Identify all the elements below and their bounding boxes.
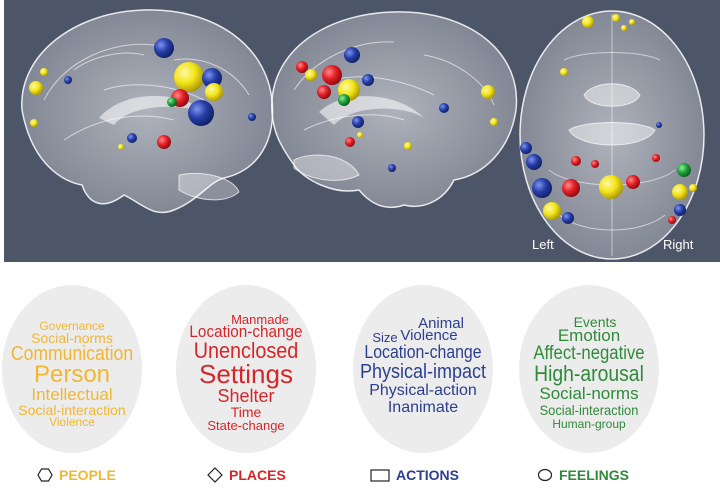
cloud-word: Affect-negative (533, 343, 645, 364)
legend-actions: ACTIONS (370, 465, 459, 485)
legend-label-people: PEOPLE (59, 467, 116, 483)
cloud-word: Person (33, 361, 111, 388)
cloud-background (176, 285, 316, 453)
cloud-word: Physical-impact (360, 361, 487, 383)
cloud-word: Social-interaction (18, 402, 126, 418)
cloud-word: Location-change (189, 322, 303, 341)
brain-views: Left Right (21, 9, 705, 260)
legend-label-feelings: FEELINGS (559, 467, 630, 483)
cloud-word: Social-norms (539, 384, 639, 403)
view-label-left: Left (532, 237, 554, 252)
cloud-word: Size (372, 330, 398, 345)
cloud-word: Communication (10, 343, 134, 365)
cloud-word: Time (230, 404, 262, 420)
cloud-word: Human-group (552, 417, 626, 431)
circle-icon (537, 468, 553, 482)
cloud-word: Location-change (364, 342, 482, 362)
cloud-word: Unenclosed (193, 338, 299, 363)
word-cloud-actions: Animal Size Violence Location-change Phy… (353, 285, 493, 453)
cloud-word: Governance (39, 319, 105, 333)
rectangle-icon (370, 469, 390, 482)
cloud-word: Physical-action (369, 382, 477, 399)
cloud-word: Social-norms (31, 330, 113, 346)
cloud-word: Manmade (231, 312, 289, 327)
cloud-word: Inanimate (387, 399, 459, 416)
legend-label-actions: ACTIONS (396, 467, 459, 483)
view-label-right: Right (663, 237, 694, 252)
cloud-word: Emotion (557, 326, 621, 345)
cloud-word: Intellectual (31, 385, 113, 404)
brain-sagittal-right (271, 11, 518, 209)
cloud-word: Violence (400, 327, 458, 344)
legend-people: PEOPLE (37, 465, 116, 485)
cloud-word: Events (573, 314, 617, 330)
brain-axial: Left Right (519, 10, 705, 260)
legend-places: PLACES (207, 465, 286, 485)
cloud-background (519, 285, 659, 453)
brain-sagittal-left (21, 9, 274, 214)
word-cloud-places: Manmade Location-change Unenclosed Setti… (176, 285, 316, 453)
diamond-icon (207, 467, 223, 483)
cloud-word: Social-interaction (539, 402, 639, 418)
cloud-word: Violence (49, 415, 95, 429)
legend-feelings: FEELINGS (537, 465, 629, 485)
cloud-word: Shelter (217, 386, 275, 406)
brain-visualization-panel: Left Right (4, 0, 720, 262)
cloud-background (2, 285, 142, 453)
word-cloud-people: Governance Social-norms Communication Pe… (2, 285, 142, 453)
cloud-background (353, 285, 493, 453)
hexagon-icon (37, 468, 53, 482)
cloud-word: Settings (199, 359, 293, 389)
legend-label-places: PLACES (229, 467, 286, 483)
word-cloud-feelings: Events Emotion Affect-negative High-arou… (519, 285, 659, 453)
cloud-word: Animal (418, 315, 464, 332)
cloud-word: High-arousal (534, 361, 644, 386)
cloud-word: State-change (207, 418, 285, 433)
